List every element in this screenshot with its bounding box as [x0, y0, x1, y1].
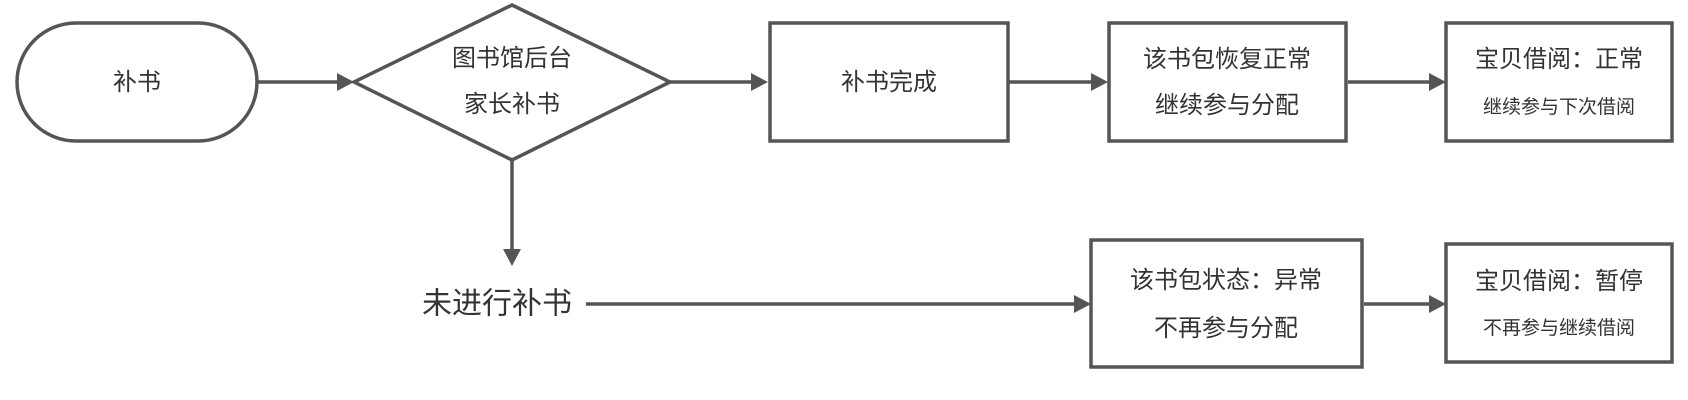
node-borrow-pause-line2: 不再参与继续借阅 [1483, 317, 1635, 339]
node-borrow-pause-line1: 宝贝借阅：暂停 [1475, 267, 1643, 295]
arrowhead-borrow-ok [1429, 73, 1446, 91]
process-shape [1444, 242, 1674, 364]
node-borrow-ok: 宝贝借阅：正常 继续参与下次借阅 [1444, 21, 1674, 143]
process-shape [1107, 21, 1348, 143]
node-restore: 该书包恢复正常 继续参与分配 [1107, 21, 1348, 143]
decision-shape [350, 3, 674, 162]
process-shape [1089, 238, 1364, 369]
node-abnormal-line2: 不再参与分配 [1154, 314, 1298, 342]
node-not-done: 未进行补书 [422, 287, 572, 322]
process-shape [1444, 21, 1674, 143]
node-done: 补书完成 [768, 21, 1010, 143]
node-decision: 图书馆后台 家长补书 [350, 3, 674, 162]
arrowhead-restore [1091, 73, 1108, 91]
arrowhead-done [751, 73, 768, 91]
node-borrow-pause: 宝贝借阅：暂停 不再参与继续借阅 [1444, 242, 1674, 364]
node-decision-line1: 图书馆后台 [452, 44, 572, 72]
node-abnormal: 该书包状态：异常 不再参与分配 [1089, 238, 1364, 369]
arrowhead-abnormal [1074, 295, 1091, 313]
node-borrow-ok-line2: 继续参与下次借阅 [1483, 96, 1635, 118]
edges [257, 73, 1446, 313]
arrowhead-not-done [503, 249, 521, 266]
arrowhead-borrow-pause [1429, 295, 1446, 313]
node-abnormal-line1: 该书包状态：异常 [1130, 266, 1322, 294]
node-decision-line2: 家长补书 [464, 90, 560, 118]
arrowhead-decision [337, 73, 354, 91]
node-done-label: 补书完成 [841, 68, 937, 96]
process-shape [768, 21, 1010, 143]
node-start: 补书 [15, 21, 259, 143]
node-restore-line1: 该书包恢复正常 [1143, 45, 1311, 73]
node-borrow-ok-line1: 宝贝借阅：正常 [1475, 45, 1643, 73]
node-start-label: 补书 [113, 68, 161, 96]
node-restore-line2: 继续参与分配 [1155, 91, 1299, 119]
terminator-shape [15, 21, 259, 143]
node-not-done-label: 未进行补书 [422, 287, 572, 322]
